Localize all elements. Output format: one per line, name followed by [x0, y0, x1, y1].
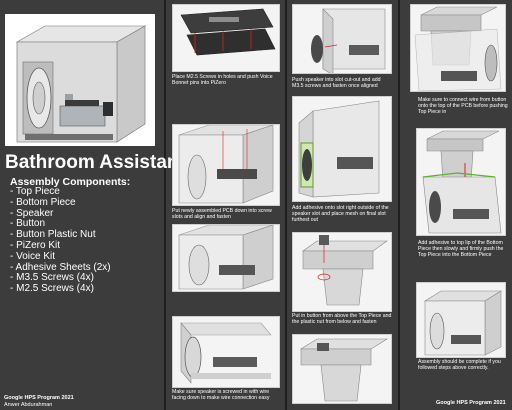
wire-connect-illustration [414, 6, 502, 91]
step-8-image [416, 128, 506, 236]
footer-author: Anwer Abdurahman [4, 401, 53, 408]
step-6-caption: Put in button from above the Top Piece a… [292, 313, 392, 325]
footer-right-program: Google HPS Program 2021 [436, 400, 506, 406]
list-item: - Voice Kit [10, 250, 56, 262]
step-4-image [292, 4, 392, 74]
step-9-caption: Assembly should be complete if you follo… [418, 359, 501, 371]
step-3-caption: Make sure speaker is screwed in with wir… [172, 389, 270, 401]
components-heading: Assembly Components: [10, 176, 131, 188]
speaker-slot-illustration [311, 8, 386, 73]
step-3b-image [172, 316, 280, 388]
hero-render-image [5, 14, 155, 146]
adhesive-mesh-illustration [298, 100, 380, 198]
list-item: - M2.5 Screws (4x) [10, 283, 94, 295]
list-item: - Button Plastic Nut [10, 229, 96, 241]
speaker-wire-illustration [180, 322, 272, 384]
step-6b-image [292, 334, 392, 404]
button-top-piece-illustration [302, 235, 388, 306]
step-7-caption: Make sure to connect wire from button on… [418, 97, 508, 115]
column-divider [398, 0, 400, 410]
step-8-caption: Add adhesive to top lip of the Bottom Pi… [418, 240, 504, 258]
join-pieces-illustration [422, 130, 502, 234]
list-item: - Adhesive Sheets (2x) [10, 261, 111, 273]
step-5-image [292, 96, 392, 202]
components-list: - Top Piece - Bottom Piece - Speaker - B… [10, 186, 111, 295]
pcb-in-box-illustration [178, 125, 274, 204]
finished-assembly-illustration [423, 290, 503, 356]
step-6-image [292, 232, 392, 312]
step-1-image [172, 4, 280, 72]
step-4-caption: Push speaker into slot cut-out and add M… [292, 77, 381, 89]
top-piece-illustration [299, 338, 389, 402]
assembled-device-illustration [15, 25, 147, 143]
speaker-screw-illustration [178, 225, 274, 290]
list-item: - PiZero Kit [10, 239, 61, 251]
step-9-image [416, 282, 506, 358]
footer-right: Google HPS Program 2021 [436, 400, 506, 407]
column-divider [164, 0, 166, 410]
step-3-image [172, 224, 280, 292]
list-item: - Bottom Piece [10, 196, 76, 208]
column-divider [285, 0, 287, 410]
list-item: - M3.5 Screws (4x) [10, 272, 94, 284]
list-item: - Button [10, 218, 46, 230]
step-2-caption: Put newly assembled PCB down into screw … [172, 208, 272, 220]
step-1-caption: Place M2.5 Screws in holes and push Voic… [172, 74, 273, 86]
list-item: - Speaker [10, 207, 54, 219]
list-item: - Top Piece [10, 186, 60, 197]
page-title: Bathroom Assistant [5, 152, 185, 173]
step-5-caption: Add adhesive onto slot right outside of … [292, 205, 389, 223]
step-7-image [410, 4, 506, 92]
footer-program: Google HPS Program 2021 [4, 395, 74, 401]
step-2-image [172, 124, 280, 206]
footer-left: Google HPS Program 2021 Anwer Abdurahman [4, 395, 74, 408]
pcb-screws-illustration [180, 8, 276, 56]
